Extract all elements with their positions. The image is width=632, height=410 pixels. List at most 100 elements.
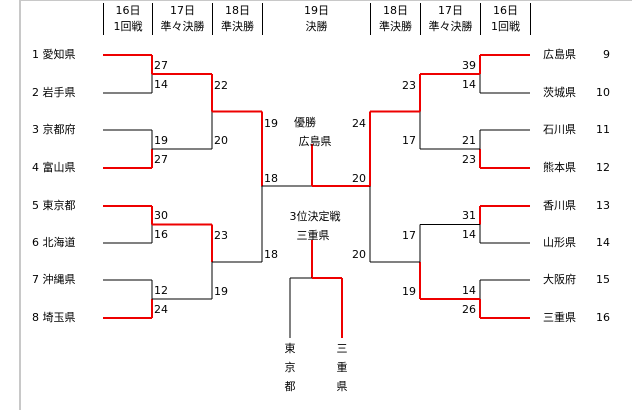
team-seed: 3 <box>32 123 39 136</box>
score: 17 <box>402 229 416 242</box>
header-round: 準決勝 <box>379 20 412 33</box>
team-name: 三重県 <box>543 311 576 324</box>
team-seed: 14 <box>596 236 610 249</box>
team-seed: 10 <box>596 86 610 99</box>
score: 17 <box>402 134 416 147</box>
score: 18 <box>264 248 278 261</box>
team-seed: 9 <box>603 48 610 61</box>
team-seed: 4 <box>32 161 39 174</box>
score: 12 <box>154 284 168 297</box>
team-name: 埼玉県 <box>42 311 76 324</box>
team-seed: 6 <box>32 236 39 249</box>
header-round: 準々決勝 <box>428 20 473 33</box>
header-left-r1: 16日 1回戦 <box>104 3 152 35</box>
score: 39 <box>462 59 476 72</box>
header-right-r1: 16日 1回戦 <box>481 3 530 35</box>
header-day: 16日 <box>493 4 518 17</box>
header-day: 19日 <box>304 4 329 17</box>
team-left: 2 岩手県 <box>32 86 76 100</box>
frame-left-border <box>19 0 21 410</box>
header-divider <box>370 3 371 35</box>
score: 24 <box>154 303 168 316</box>
team-name: 富山県 <box>42 161 76 174</box>
header-divider <box>152 3 153 35</box>
team-seed: 12 <box>596 161 610 174</box>
team-seed: 2 <box>32 86 39 99</box>
score: 14 <box>462 284 476 297</box>
score: 14 <box>154 78 168 91</box>
third-place-winner: 三重県 <box>296 229 330 242</box>
team-name: 岩手県 <box>42 86 76 99</box>
team-right: 石川県 11 <box>543 123 610 137</box>
score: 18 <box>264 172 278 185</box>
header-divider <box>103 3 104 35</box>
header-round: 準々決勝 <box>160 20 205 33</box>
header-day: 18日 <box>383 4 408 17</box>
score: 26 <box>462 303 476 316</box>
team-name: 沖縄県 <box>42 273 76 286</box>
score: 19 <box>264 117 278 130</box>
team-name: 大阪府 <box>543 273 576 286</box>
team-name: 北海道 <box>42 236 76 249</box>
champion-label: 優勝 <box>294 116 316 129</box>
team-name: 石川県 <box>543 123 576 136</box>
header-left-sf: 18日 準決勝 <box>213 3 262 35</box>
team-right: 大阪府 15 <box>543 273 610 287</box>
team-name: 東京都 <box>284 342 296 393</box>
team-name: 香川県 <box>543 199 576 212</box>
team-left: 5 東京都 <box>32 199 76 213</box>
score: 24 <box>352 117 366 130</box>
score: 27 <box>154 59 168 72</box>
header-right-qf: 17日 準々決勝 <box>421 3 480 35</box>
team-seed: 7 <box>32 273 39 286</box>
team-name: 広島県 <box>543 48 576 61</box>
third-left-team-vertical: 東京都 <box>283 339 297 396</box>
score: 30 <box>154 209 168 222</box>
team-right: 三重県 16 <box>543 311 610 325</box>
header-round: 1回戦 <box>491 20 520 33</box>
team-left: 4 富山県 <box>32 161 76 175</box>
score: 31 <box>462 209 476 222</box>
header-day: 17日 <box>438 4 463 17</box>
team-seed: 1 <box>32 48 39 61</box>
header-divider <box>530 3 531 35</box>
score: 21 <box>462 134 476 147</box>
header-day: 16日 <box>115 4 141 17</box>
team-left: 6 北海道 <box>32 236 76 250</box>
frame-top-border <box>20 0 632 1</box>
header-round: 準決勝 <box>221 20 254 33</box>
header-divider <box>480 3 481 35</box>
team-name: 京都府 <box>42 123 76 136</box>
header-day: 18日 <box>225 4 250 17</box>
team-left: 8 埼玉県 <box>32 311 76 325</box>
score: 14 <box>462 228 476 241</box>
score: 27 <box>154 153 168 166</box>
team-name: 東京都 <box>42 199 76 212</box>
header-divider <box>212 3 213 35</box>
score: 20 <box>352 248 366 261</box>
header-day: 17日 <box>170 4 195 17</box>
score: 22 <box>214 79 228 92</box>
team-left: 7 沖縄県 <box>32 273 76 287</box>
third-right-team-vertical: 三重県 <box>335 339 349 396</box>
team-right: 広島県 9 <box>543 48 610 62</box>
team-left: 3 京都府 <box>32 123 76 137</box>
score: 23 <box>214 229 228 242</box>
team-seed: 8 <box>32 311 39 324</box>
team-seed: 5 <box>32 199 39 212</box>
team-name: 三重県 <box>336 342 348 393</box>
score: 20 <box>214 134 228 147</box>
header-divider <box>420 3 421 35</box>
header-divider <box>262 3 263 35</box>
header-final: 19日 決勝 <box>263 3 370 35</box>
team-seed: 11 <box>596 123 610 136</box>
team-seed: 16 <box>596 311 610 324</box>
champion-name: 広島県 <box>298 135 332 148</box>
team-seed: 15 <box>596 273 610 286</box>
score: 19 <box>214 285 228 298</box>
score: 14 <box>462 78 476 91</box>
